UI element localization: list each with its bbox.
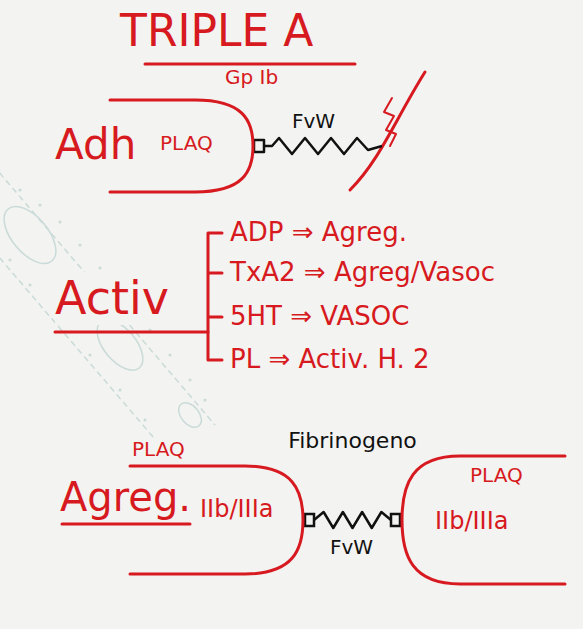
cell-sketch — [0, 197, 66, 272]
section-heading: Agreg. — [60, 474, 191, 520]
dots — [9, 189, 207, 422]
gp-ib-receptor — [254, 140, 264, 152]
platelet-aggregating: PLAQ Agreg. IIb/IIIa — [60, 436, 305, 576]
cell-sketch — [174, 398, 206, 431]
receptor-square — [391, 514, 400, 526]
mediator-line: 5HT ⇒ VASOC — [230, 302, 409, 332]
section-heading: Adh — [55, 121, 136, 169]
mediator-line: TxA2 ⇒ Agreg/Vasoc — [230, 258, 495, 288]
activ-bracket — [208, 233, 222, 360]
section-heading: Activ — [55, 272, 169, 325]
platelet-adhesion: Adh PLAQ — [55, 96, 255, 196]
vessel-wall — [350, 72, 425, 190]
platelet-partner: PLAQ IIb/IIIa — [400, 452, 570, 588]
receptor-label: Gp Ib — [225, 66, 278, 89]
diagram-title: TRIPLE A — [120, 6, 313, 57]
agreg-underline — [62, 523, 190, 526]
platelet-label: PLAQ — [132, 438, 185, 461]
receptor-label: IIb/IIIa — [435, 508, 508, 536]
mediator-line: PL ⇒ Activ. H. 2 — [230, 345, 430, 375]
vwf-fibrinogen-bridge — [305, 512, 400, 528]
platelet-membrane — [402, 456, 565, 584]
receptor-label: IIb/IIIa — [200, 496, 273, 524]
vessel-line — [0, 235, 160, 445]
endothelial-damage — [384, 98, 396, 146]
faint-vessel-sketch — [0, 150, 215, 445]
vwf-spring — [264, 138, 382, 154]
spring-connector — [314, 512, 391, 528]
mediator-line: ADP ⇒ Agreg. — [230, 218, 407, 248]
edge-label: Fibrinogeno — [288, 428, 417, 453]
platelet-label: PLAQ — [470, 464, 523, 487]
factor-label: FvW — [330, 536, 373, 559]
platelet-label: PLAQ — [160, 132, 213, 155]
factor-label: FvW — [292, 110, 335, 133]
activ-underline — [55, 331, 208, 334]
receptor-square — [305, 514, 314, 526]
